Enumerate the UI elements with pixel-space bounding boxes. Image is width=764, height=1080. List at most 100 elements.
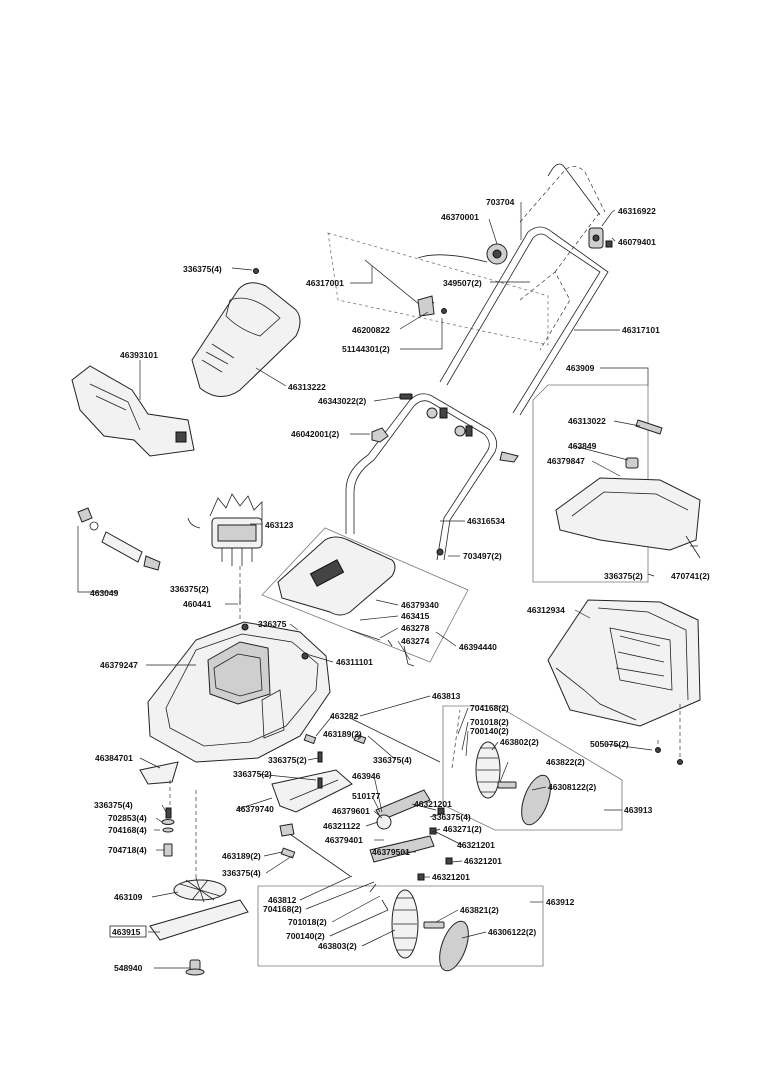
label-46343022-2: 46343022(2) (318, 396, 366, 406)
label-700140-2-b: 700140(2) (286, 931, 325, 941)
hood (191, 268, 301, 397)
label-463849: 463849 (568, 441, 597, 451)
label-336375-4-d: 336375(4) (432, 812, 471, 822)
label-46393101: 46393101 (120, 350, 158, 360)
label-463803-2: 463803(2) (318, 941, 357, 951)
label-46321201-a: 46321201 (414, 799, 452, 809)
label-336375-4-e: 336375(4) (222, 868, 261, 878)
label-463189-2-b: 463189(2) (222, 851, 261, 861)
label-704168-2-b: 704168(2) (263, 904, 302, 914)
label-548940: 548940 (114, 963, 143, 973)
label-463909: 463909 (566, 363, 595, 373)
label-463271-2: 463271(2) (443, 824, 482, 834)
label-46379401: 46379401 (325, 835, 363, 845)
label-46379740: 46379740 (236, 804, 274, 814)
label-46321122: 46321122 (323, 821, 361, 831)
label-46317001: 46317001 (306, 278, 344, 288)
label-463049: 463049 (90, 588, 119, 598)
label-46200822: 46200822 (352, 325, 390, 335)
label-336375-2-d: 336375(2) (233, 769, 272, 779)
label-463189-2-a: 463189(2) (323, 729, 362, 739)
label-46379501: 46379501 (372, 847, 410, 857)
label-463278: 463278 (401, 623, 430, 633)
label-46321201-d: 46321201 (432, 872, 470, 882)
label-463802-2: 463802(2) (500, 737, 539, 747)
label-336375-2-c: 336375(2) (268, 755, 307, 765)
axle-parts (279, 717, 453, 881)
label-46316534: 46316534 (467, 516, 505, 526)
assembly-guides (169, 566, 681, 880)
label-463912: 463912 (546, 897, 575, 907)
label-704718-4: 704718(4) (108, 845, 147, 855)
label-46042001-2: 46042001(2) (291, 429, 339, 439)
label-46321201-b: 46321201 (457, 840, 495, 850)
upper-handle (439, 163, 609, 416)
label-46079401: 46079401 (618, 237, 656, 247)
leader-lines (77, 202, 655, 969)
motor-cable (77, 507, 161, 571)
label-46379601: 46379601 (332, 806, 370, 816)
label-702853-4: 702853(4) (108, 813, 147, 823)
blade-parts (149, 807, 249, 976)
label-463274: 463274 (401, 636, 430, 646)
label-460441: 460441 (183, 599, 212, 609)
label-336375-2-a: 336375(2) (170, 584, 209, 594)
label-51144301-2: 51144301(2) (342, 344, 390, 354)
label-46384701: 46384701 (95, 753, 133, 763)
label-46308122-2: 46308122(2) (548, 782, 596, 792)
label-336375-4-a: 336375(4) (183, 264, 222, 274)
label-704168-4: 704168(4) (108, 825, 147, 835)
label-46370001: 46370001 (441, 212, 479, 222)
label-470741-2: 470741(2) (671, 571, 710, 581)
label-463109: 463109 (114, 892, 143, 902)
front-wheel (369, 883, 469, 972)
label-703704: 703704 (486, 197, 515, 207)
lower-handle (345, 393, 498, 561)
grassbox-flap (71, 365, 195, 457)
rear-flap (271, 751, 353, 813)
label-463822-2: 463822(2) (546, 757, 585, 767)
mulch-plug (139, 761, 179, 785)
label-46379847: 46379847 (547, 456, 585, 466)
label-463946: 463946 (352, 771, 381, 781)
label-463821-2: 463821(2) (460, 905, 499, 915)
handle-fixings (371, 393, 519, 556)
label-46317101: 46317101 (622, 325, 660, 335)
label-336375-a: 336375 (258, 619, 287, 629)
switch-box (364, 227, 613, 317)
label-463282: 463282 (330, 711, 359, 721)
label-463123: 463123 (265, 520, 294, 530)
label-463913: 463913 (624, 805, 653, 815)
label-336375-4-c: 336375(4) (94, 800, 133, 810)
label-46316922: 46316922 (618, 206, 656, 216)
grass-box-lid (555, 419, 701, 559)
label-349507-2: 349507(2) (443, 278, 482, 288)
rear-wheel (475, 741, 551, 826)
label-463813: 463813 (432, 691, 461, 701)
highlight-box (109, 925, 147, 938)
grass-box (547, 599, 701, 765)
kit-boundaries (257, 232, 649, 967)
label-46379340: 46379340 (401, 600, 439, 610)
label-463415: 463415 (401, 611, 430, 621)
label-46313022: 46313022 (568, 416, 606, 426)
motor (187, 493, 263, 566)
label-336375-4-b: 336375(4) (373, 755, 412, 765)
label-46312934: 46312934 (527, 605, 565, 615)
label-46311101: 46311101 (336, 657, 373, 667)
label-505075-2: 505075(2) (590, 739, 629, 749)
mower-deck (147, 621, 331, 763)
label-463812: 463812 (268, 895, 297, 905)
label-510177: 510177 (352, 791, 381, 801)
control-panel (277, 536, 415, 667)
label-701018-2-a: 701018(2) (470, 717, 509, 727)
label-46321201-c: 46321201 (464, 856, 502, 866)
label-336375-2-b: 336375(2) (604, 571, 643, 581)
label-46306122-2: 46306122(2) (488, 927, 536, 937)
label-463915: 463915 (112, 927, 141, 937)
label-700140-2-a: 700140(2) (470, 726, 509, 736)
label-46394440: 46394440 (459, 642, 497, 652)
label-46313222: 46313222 (288, 382, 326, 392)
part-labels: 703704 46370001 46316922 46079401 336375… (90, 197, 710, 973)
